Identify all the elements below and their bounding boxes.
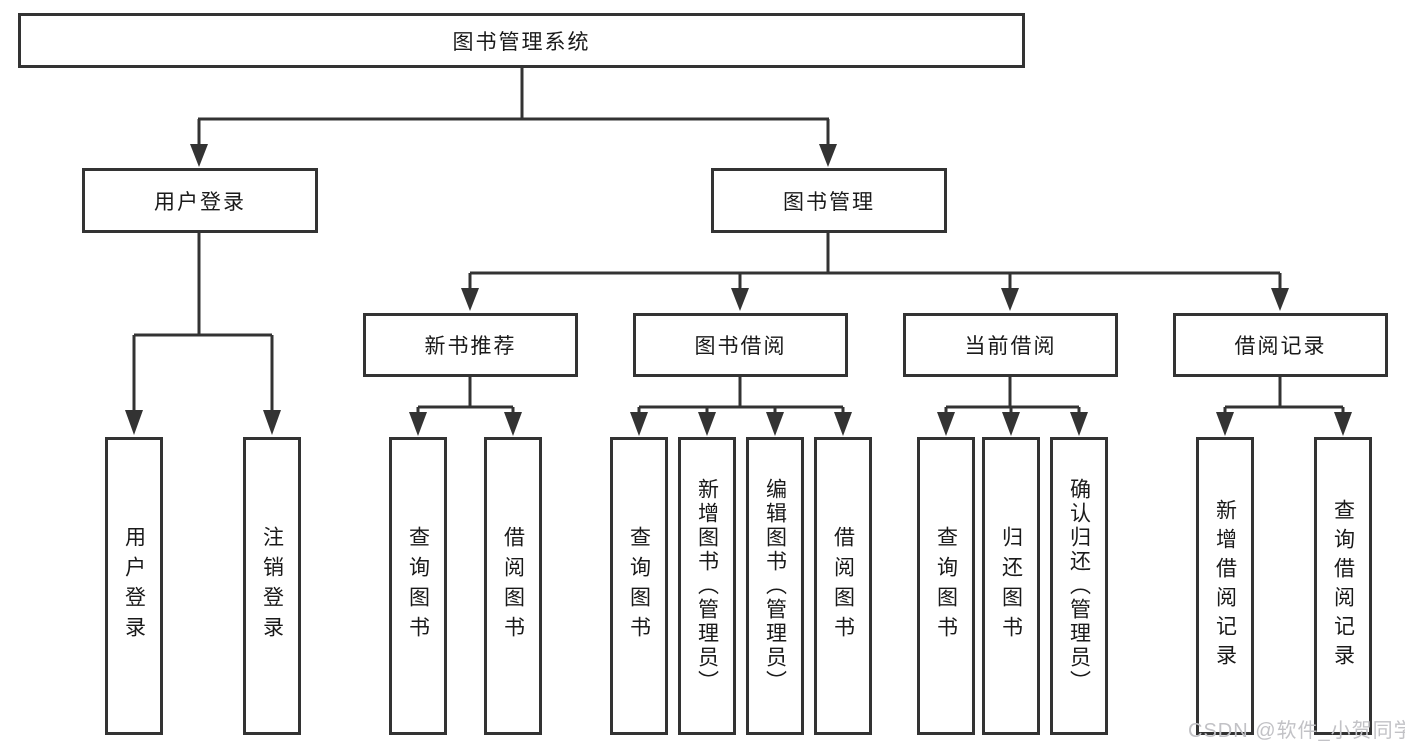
leaf-user-login: 用户登录 [105,437,163,735]
node-book-borrow-label: 图书借阅 [694,335,787,358]
leaf-borrow-query-books: 查询图书 [610,437,668,735]
leaf-current-query-books: 查询图书 [917,437,975,735]
leaf-borrow-add-books: 新增图书（管理员） [678,437,736,735]
arrowhead [766,412,784,436]
leaf-borrow-borrow-books: 借阅图书 [814,437,872,735]
arrowhead [409,412,427,436]
node-book-management: 图书管理 [711,168,947,233]
leaf-current-confirm-return-label: 确认归还（管理员） [1067,478,1091,694]
arrowhead [698,412,716,436]
leaf-borrow-add-books-label: 新增图书（管理员） [695,478,719,694]
leaf-records-query-record-label: 查询借阅记录 [1331,499,1355,673]
arrowhead [190,144,208,167]
leaf-recommend-borrow-books-label: 借阅图书 [501,526,525,646]
leaf-borrow-borrow-books-label: 借阅图书 [831,526,855,646]
arrowhead [630,412,648,436]
connector-segments [132,67,1345,414]
arrowhead [731,288,749,311]
leaf-user-login-label: 用户登录 [122,526,146,646]
arrowhead [125,410,143,435]
leaf-recommend-query-books: 查询图书 [389,437,447,735]
arrowhead [1334,412,1352,436]
arrowhead [1271,288,1289,311]
arrowhead [1216,412,1234,436]
node-borrow-records: 借阅记录 [1173,313,1388,377]
arrowhead [263,410,281,435]
leaf-current-confirm-return: 确认归还（管理员） [1050,437,1108,735]
connector-user-login-group [132,233,274,410]
leaf-logout: 注销登录 [243,437,301,735]
connector-leaf-splitters [416,377,1345,414]
node-new-book-recommend: 新书推荐 [363,313,578,377]
node-current-borrow-label: 当前借阅 [964,335,1057,358]
arrowhead [1001,288,1019,311]
arrowhead [504,412,522,436]
connector-book-management-branch [468,233,1282,289]
arrowhead [461,288,479,311]
connector-root-branch [197,67,830,146]
leaf-records-add-record-label: 新增借阅记录 [1213,499,1237,673]
leaf-recommend-borrow-books: 借阅图书 [484,437,542,735]
arrowhead [1002,412,1020,436]
leaf-borrow-edit-books: 编辑图书（管理员） [746,437,804,735]
node-user-login-label: 用户登录 [154,190,246,214]
arrowhead [937,412,955,436]
node-user-login: 用户登录 [82,168,318,233]
node-book-management-label: 图书管理 [783,190,875,214]
node-borrow-records-label: 借阅记录 [1234,335,1327,358]
node-book-borrow: 图书借阅 [633,313,848,377]
leaf-current-query-books-label: 查询图书 [934,526,958,646]
leaf-borrow-edit-books-label: 编辑图书（管理员） [763,478,787,694]
arrowhead [1070,412,1088,436]
leaf-current-return-books-label: 归还图书 [999,526,1023,646]
arrowhead [819,144,837,167]
leaf-logout-label: 注销登录 [260,526,284,646]
leaf-records-query-record: 查询借阅记录 [1314,437,1372,735]
leaf-current-return-books: 归还图书 [982,437,1040,735]
leaf-borrow-query-books-label: 查询图书 [627,526,651,646]
node-new-book-recommend-label: 新书推荐 [424,335,517,358]
arrowheads [125,144,1352,436]
leaf-records-add-record: 新增借阅记录 [1196,437,1254,735]
leaf-recommend-query-books-label: 查询图书 [406,526,430,646]
watermark: CSDN @软件_小贺同学 [1188,720,1405,742]
node-root-label: 图书管理系统 [452,30,591,54]
node-current-borrow: 当前借阅 [903,313,1118,377]
node-root: 图书管理系统 [18,13,1025,68]
arrowhead [834,412,852,436]
